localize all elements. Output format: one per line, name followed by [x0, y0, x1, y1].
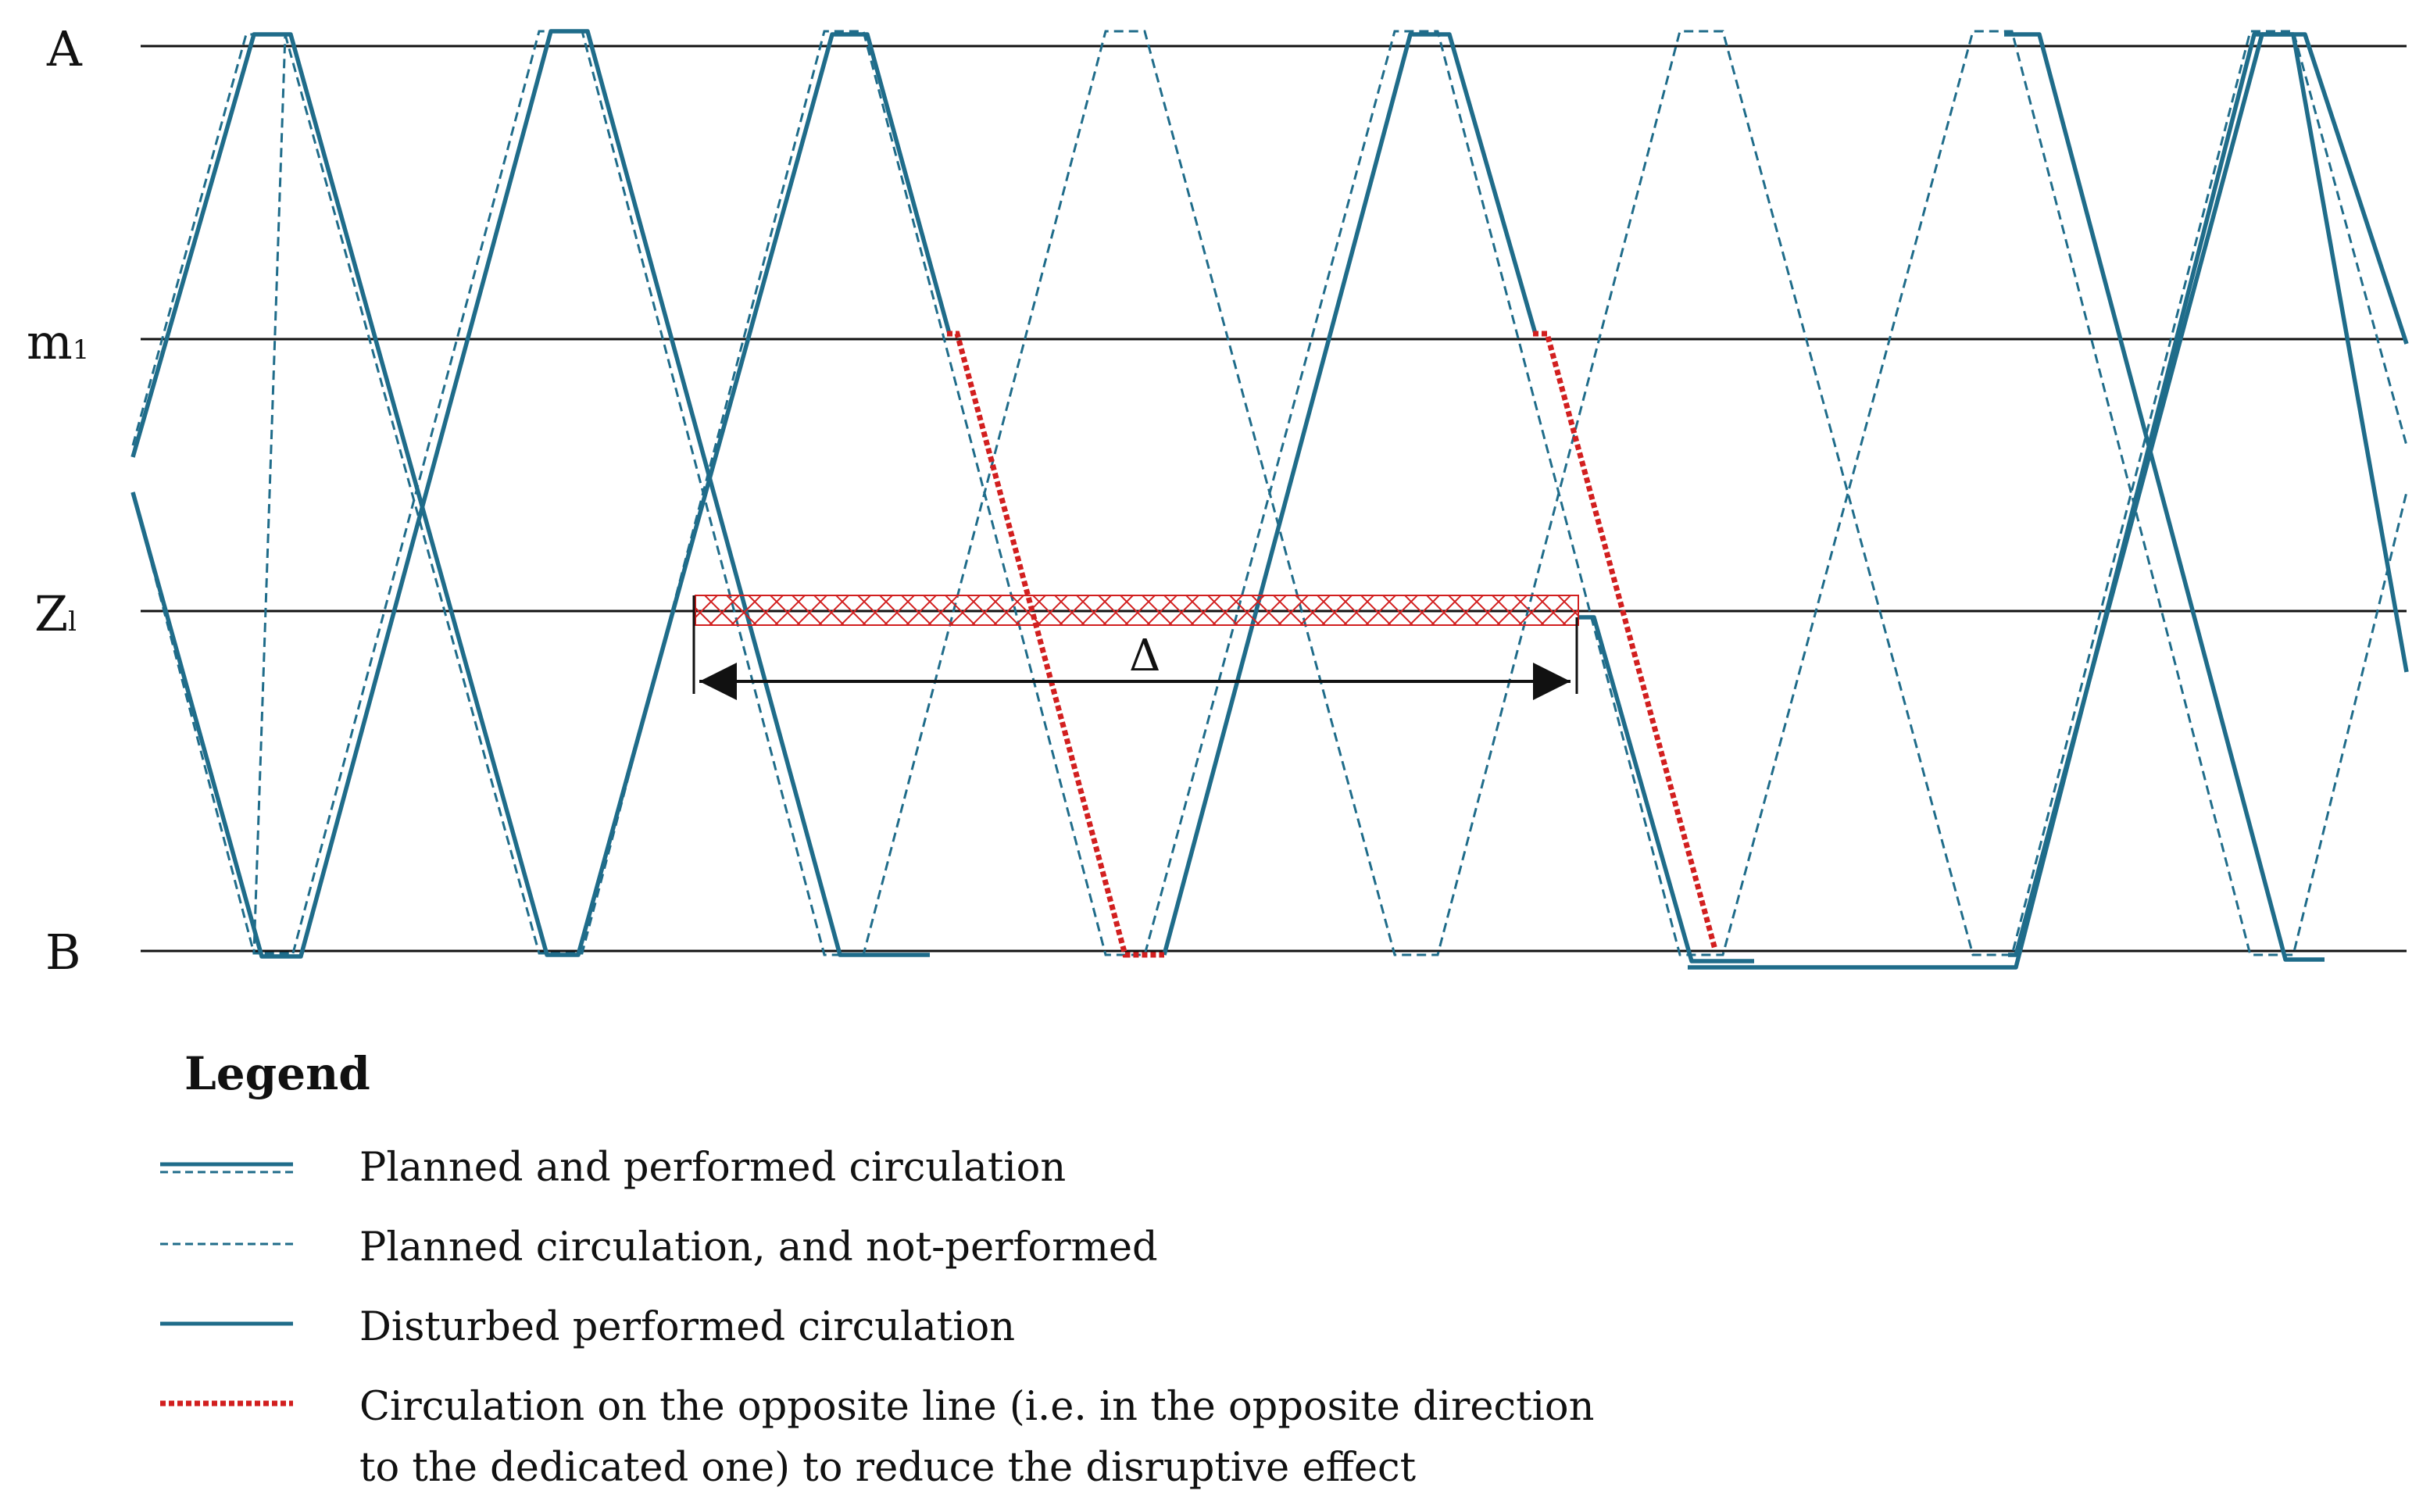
delta-dimension	[692, 595, 1578, 700]
performed-path	[2008, 32, 2409, 957]
performed-circulation	[130, 29, 2409, 970]
legend-swatch-planned-performed	[160, 1162, 293, 1174]
legend-item-opposite: Circulation on the opposite line (i.e. i…	[156, 1372, 2032, 1505]
legend-swatch-opposite	[160, 1400, 293, 1407]
performed-path	[1162, 32, 1538, 956]
performed-path	[2004, 32, 2325, 962]
legend-swatch-disturbed	[160, 1321, 293, 1326]
blocked-section	[695, 595, 1579, 626]
planned-path	[284, 30, 2408, 956]
legend-label-planned-performed: Planned and performed circulation	[359, 1145, 1067, 1191]
performed-path	[130, 32, 952, 957]
station-label-m1: m1	[27, 313, 89, 370]
station-lines	[141, 45, 2407, 953]
opposite-line-circulation	[947, 331, 1718, 958]
station-label-b: B	[45, 924, 81, 981]
legend-item-planned-not-performed: Planned circulation, and not-performed	[156, 1213, 2032, 1299]
legend-label-planned-not-performed: Planned circulation, and not-performed	[359, 1224, 1158, 1271]
legend-swatch-planned-not-performed	[160, 1242, 293, 1246]
legend-label-opposite-line1: Circulation on the opposite line (i.e. i…	[359, 1384, 1595, 1430]
legend-item-planned-performed: Planned and performed circulation	[156, 1133, 2032, 1219]
legend-item-disturbed: Disturbed performed circulation	[156, 1292, 2032, 1378]
opposite-path	[1533, 331, 1718, 950]
legend-label-disturbed: Disturbed performed circulation	[359, 1304, 1016, 1350]
performed-path	[1688, 32, 2409, 970]
legend-label-opposite: Circulation on the opposite line (i.e. i…	[359, 1377, 1594, 1499]
legend-label-opposite-line2: to the dedicated one) to reduce the disr…	[359, 1445, 1417, 1491]
planned-path	[291, 30, 2408, 956]
station-label-z1: Zl	[34, 585, 77, 642]
legend-title: Legend	[184, 1047, 370, 1100]
planned-circulation	[131, 30, 2408, 956]
station-label-a: A	[46, 20, 83, 77]
delta-label: Δ	[1129, 631, 1160, 681]
train-circulation-diagram: A m1 Zl B Δ	[27, 20, 2409, 981]
performed-path	[130, 29, 930, 959]
opposite-path	[947, 331, 1164, 958]
performed-path	[1578, 615, 1754, 963]
